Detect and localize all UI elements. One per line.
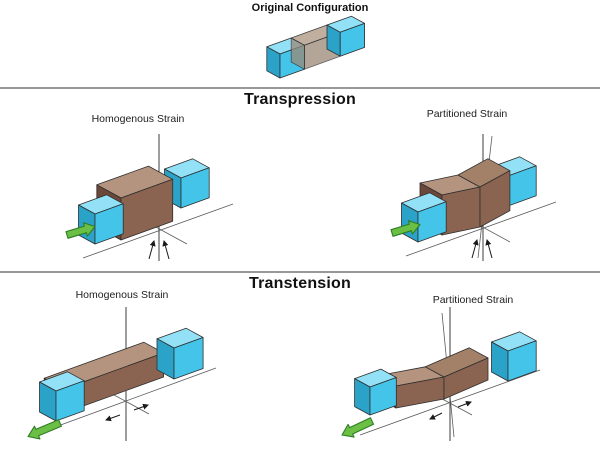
original-configuration-diagram [266, 15, 365, 79]
cyan-marker-cube-right [491, 331, 537, 382]
cyan-marker-cube-left [78, 194, 124, 245]
green-displacement-arrow-icon [27, 419, 62, 440]
transpression-title: Transpression [244, 91, 356, 108]
shear-direction-arrow-icon [148, 240, 156, 260]
transtension-partitioned-label: Partitioned Strain [432, 294, 514, 306]
original-configuration-title: Original Configuration [251, 2, 369, 14]
shear-direction-arrow-icon [485, 239, 493, 259]
original-block-figure [266, 15, 365, 79]
section-divider-bottom [0, 271, 600, 273]
transtension-homogeneous-label: Homogenous Strain [75, 289, 169, 301]
transtension-partitioned-diagram [341, 307, 541, 441]
green-displacement-arrow-icon [65, 222, 96, 239]
transtension-title: Transtension [249, 275, 351, 292]
shear-direction-arrow-icon [429, 412, 443, 420]
cyan-marker-cube-left [354, 368, 397, 416]
cyan-marker-cube-left [401, 192, 447, 243]
shear-direction-arrow-icon [105, 414, 121, 422]
transpression-partitioned-label: Partitioned Strain [426, 108, 508, 120]
cyan-marker-cube-right [326, 15, 365, 57]
transpression-homogeneous-diagram [65, 134, 234, 261]
base-plane-line [82, 203, 234, 259]
shear-direction-arrow-icon [471, 239, 479, 259]
base-plane-line [359, 369, 541, 436]
green-displacement-arrow-icon [390, 220, 421, 237]
cyan-marker-cube-left [39, 371, 85, 422]
cyan-marker-cube-right [156, 327, 204, 380]
transpression-partitioned-diagram [390, 134, 557, 261]
base-plane-line [405, 201, 557, 257]
section-divider-top [0, 87, 600, 89]
transpression-homogeneous-label: Homogenous Strain [91, 113, 185, 125]
transtension-homogeneous-diagram [27, 307, 217, 441]
shear-direction-arrow-icon [162, 240, 170, 260]
cyan-marker-cube-right [164, 158, 210, 209]
shear-direction-arrow-icon [457, 400, 472, 408]
shear-direction-arrow-icon [133, 403, 149, 411]
green-displacement-arrow-icon [341, 417, 375, 438]
